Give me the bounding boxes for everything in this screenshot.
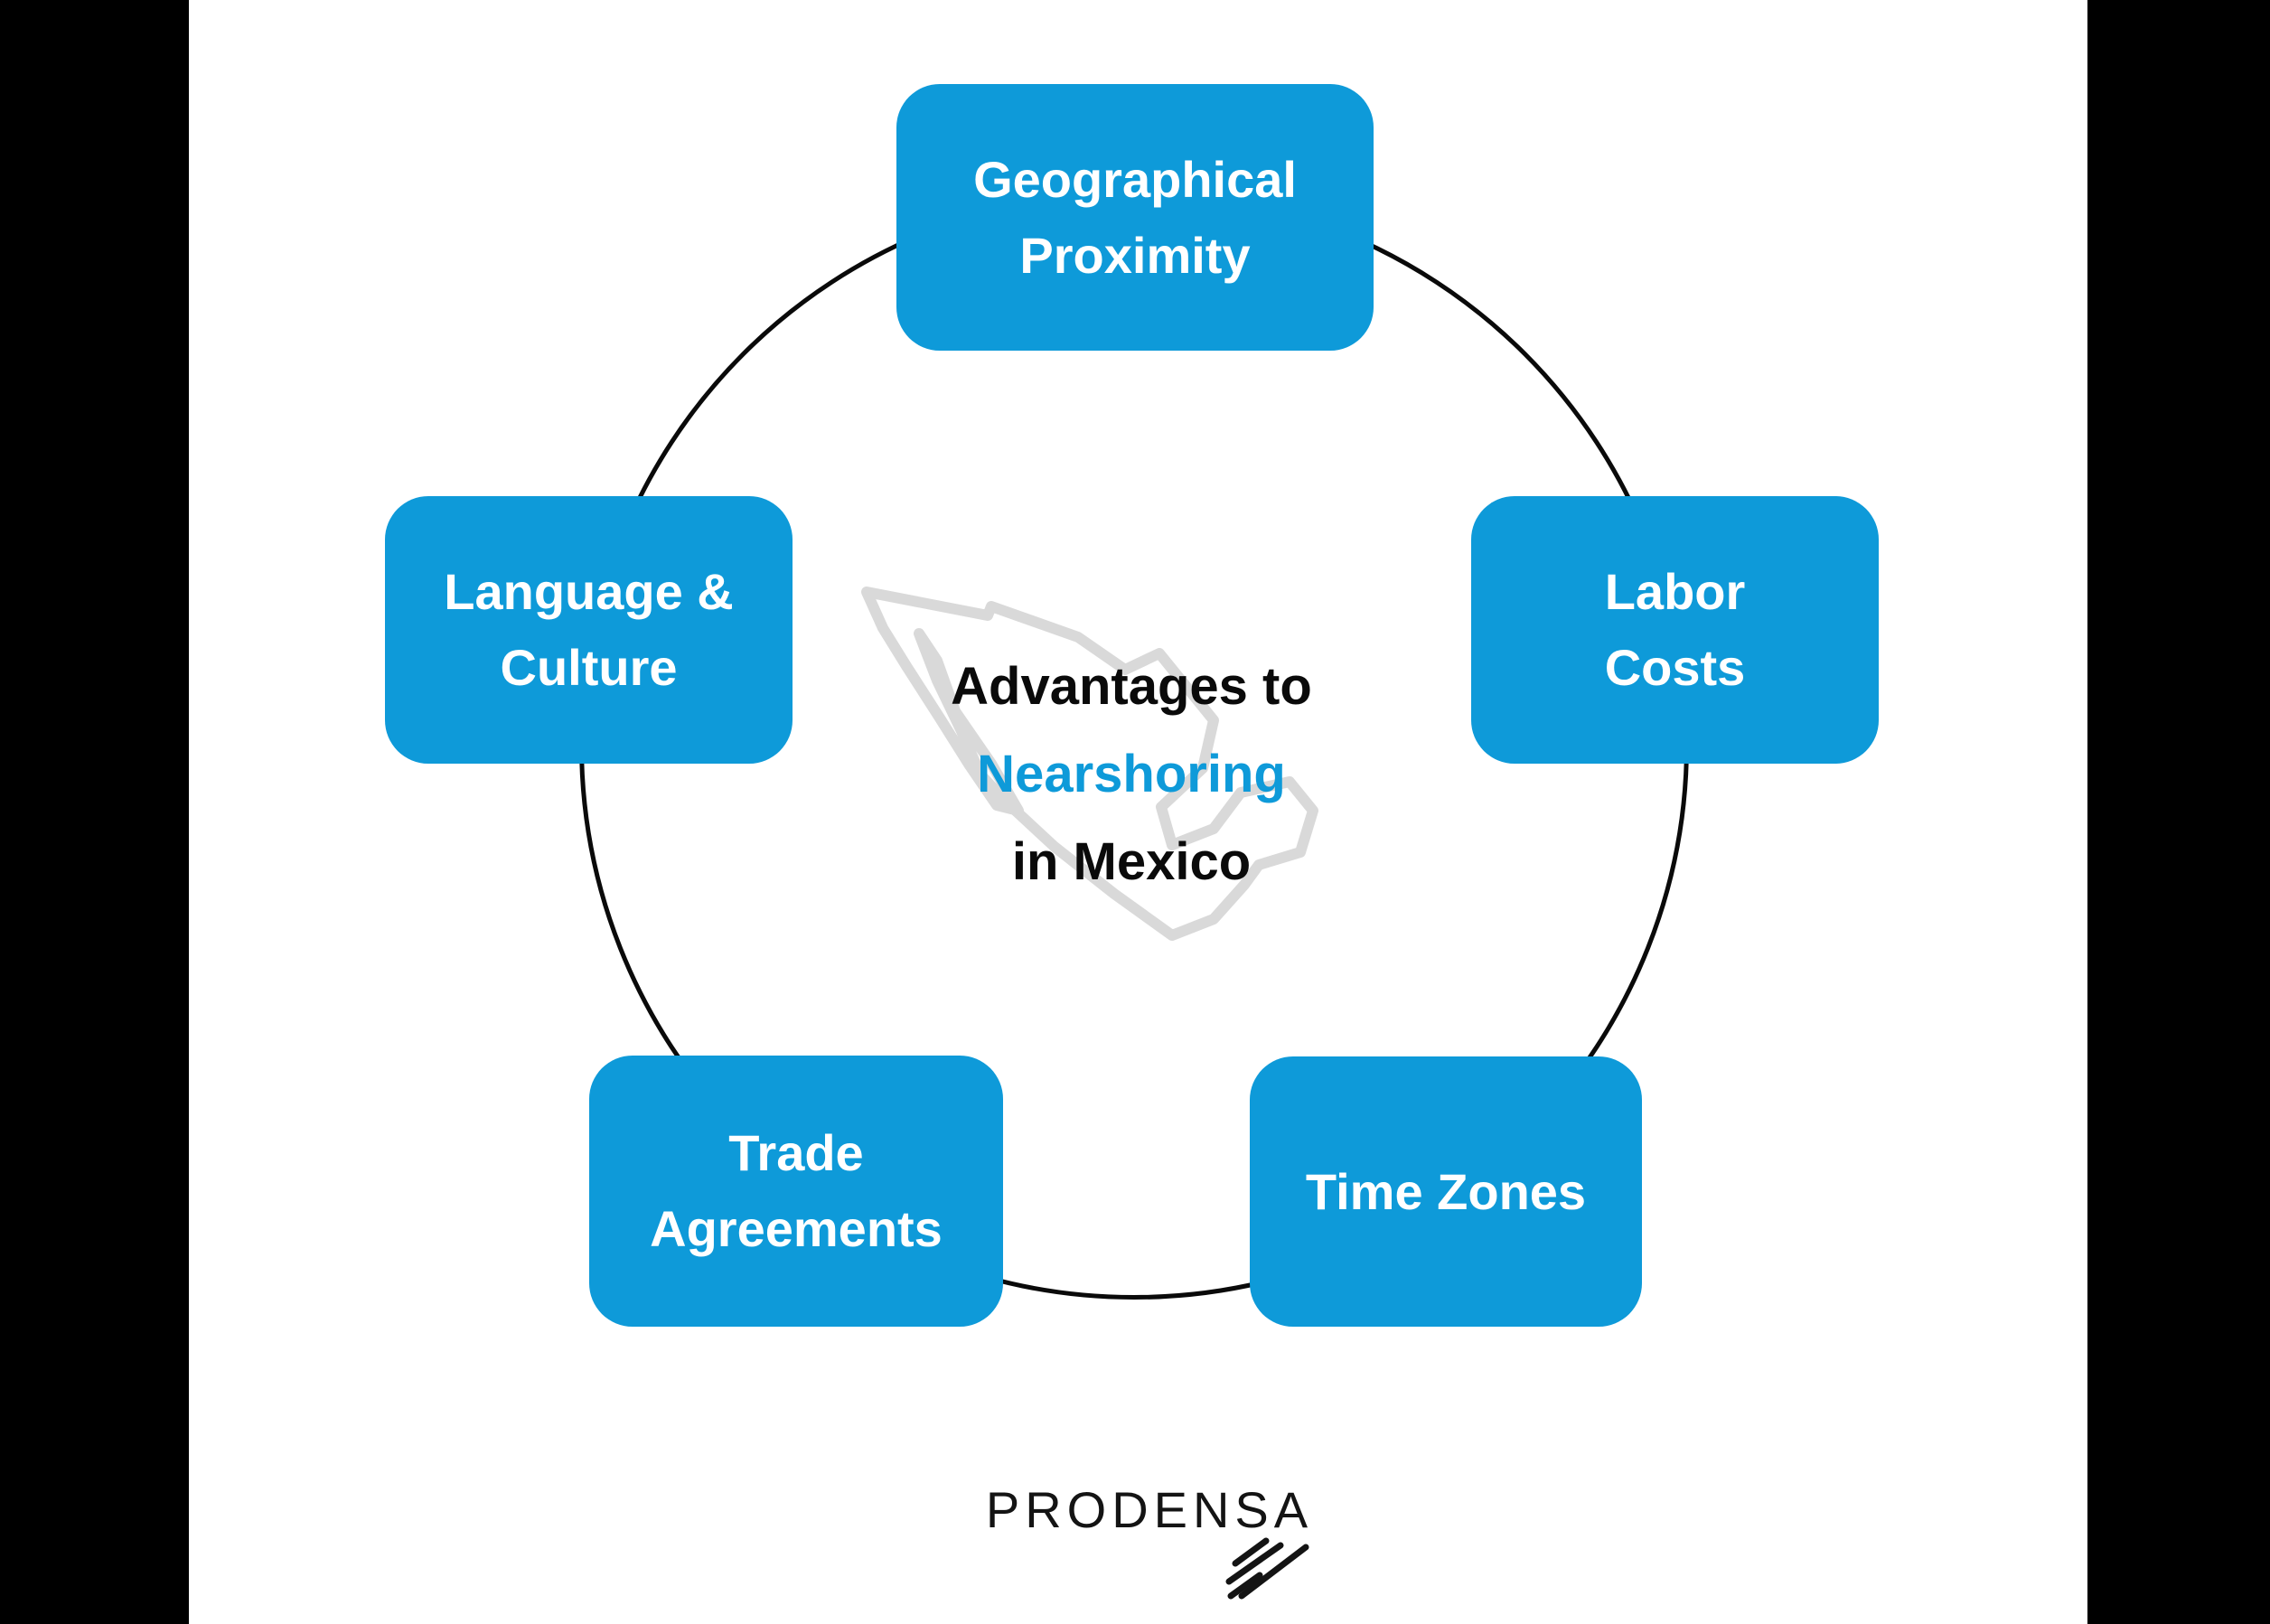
- node-label-line: Trade: [728, 1124, 864, 1181]
- node-labor-costs: Labor Costs: [1471, 496, 1879, 764]
- node-label-line: Geographical: [973, 150, 1297, 208]
- node-trade-agreements: Trade Agreements: [589, 1056, 1003, 1327]
- node-label-line: Time Zones: [1305, 1162, 1587, 1220]
- center-title-line1: Advantages to: [951, 657, 1312, 716]
- prodensa-logo: PRODENSA: [985, 1481, 1314, 1538]
- center-title-line3: in Mexico: [1011, 831, 1252, 891]
- node-label-line: Agreements: [650, 1200, 943, 1257]
- node-label-line: Language &: [444, 563, 734, 620]
- node-label-line: Culture: [500, 639, 678, 696]
- hatch-lines-icon: [1225, 1537, 1309, 1600]
- node-geographical-proximity: Geographical Proximity: [896, 84, 1374, 351]
- node-label-line: Labor: [1604, 563, 1746, 620]
- node-language-culture: Language & Culture: [385, 496, 793, 764]
- letterbox-left: [0, 0, 189, 1624]
- center-title: Advantages to Nearshoring in Mexico: [815, 643, 1448, 906]
- content-area: Geographical Proximity Labor Costs Langu…: [189, 0, 2087, 1624]
- letterbox-right: [2087, 0, 2270, 1624]
- node-label-line: Costs: [1604, 639, 1746, 696]
- mexico-map-outline: [861, 587, 1318, 941]
- node-label-line: Proximity: [1019, 226, 1251, 284]
- center-title-line2-highlight: Nearshoring: [977, 744, 1286, 803]
- node-time-zones: Time Zones: [1250, 1056, 1642, 1327]
- mexico-outline-path: [861, 587, 1318, 941]
